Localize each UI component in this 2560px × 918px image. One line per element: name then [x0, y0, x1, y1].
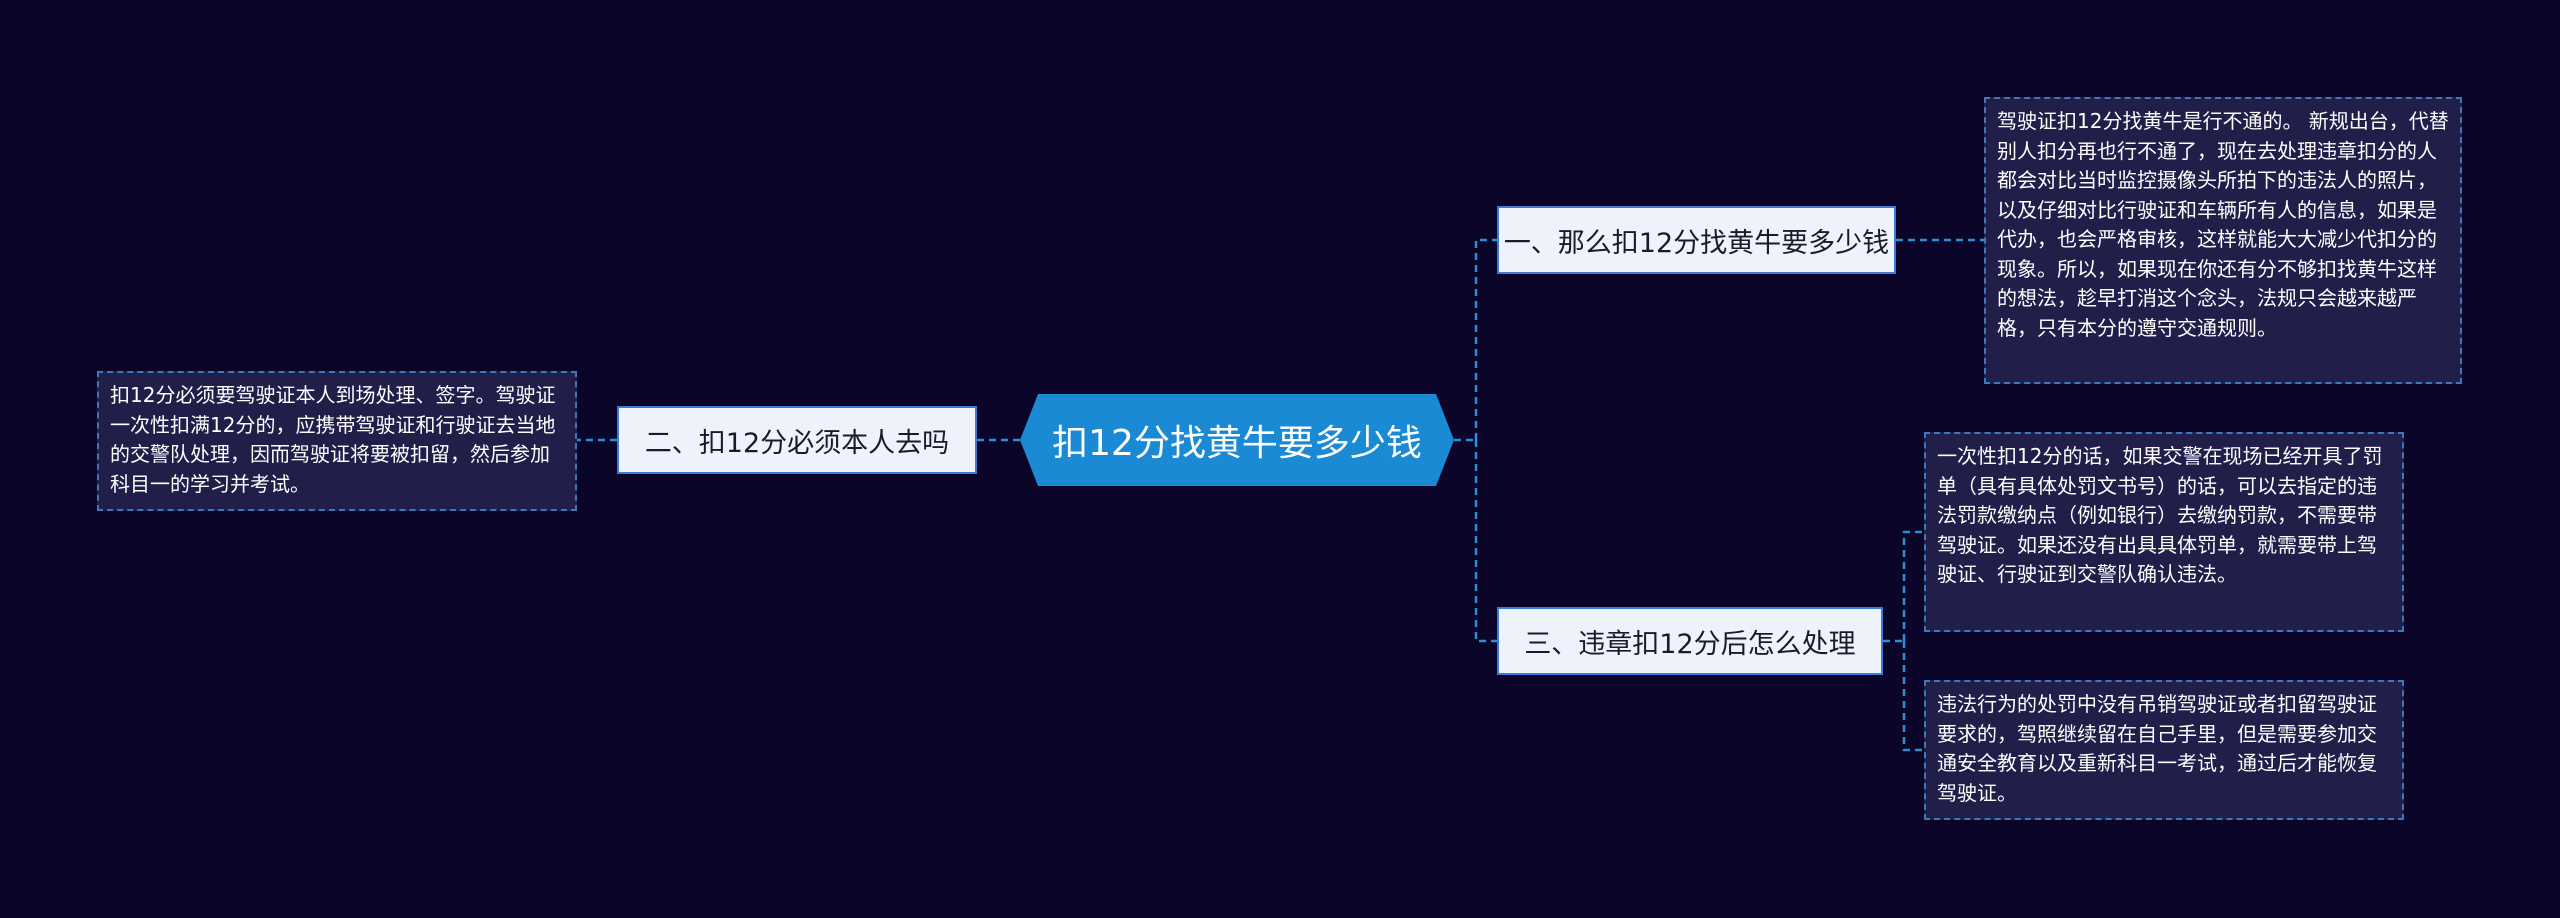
central-topic[interactable]: 扣12分找黄牛要多少钱 [1020, 394, 1454, 486]
connector-branch-3-leaf-2 [1902, 641, 1924, 752]
central-topic-label: 扣12分找黄牛要多少钱 [1052, 423, 1422, 464]
branch-node-3[interactable]: 三、违章扣12分后怎么处理 [1497, 607, 1883, 675]
branch-node-3-label: 三、违章扣12分后怎么处理 [1524, 628, 1856, 660]
branch-node-1[interactable]: 一、那么扣12分找黄牛要多少钱 [1497, 206, 1896, 274]
branch-node-2-label: 二、扣12分必须本人去吗 [644, 427, 950, 459]
connector-root-branch-1 [1474, 238, 1497, 440]
leaf-node-1-1-text: 驾驶证扣12分找黄牛是行不通的。 新规出台，代替别人扣分再也行不通了，现在去处理… [1997, 109, 2449, 340]
central-topic-shape [1020, 394, 1454, 486]
leaf-node-3-1-text: 一次性扣12分的话，如果交警在现场已经开具了罚单（具有具体处罚文书号）的话，可以… [1937, 444, 2383, 586]
connector-root-branch-3 [1474, 440, 1497, 643]
leaf-node-3-2[interactable]: 违法行为的处罚中没有吊销驾驶证或者扣留驾驶证要求的，驾照继续留在自己手里，但是需… [1924, 680, 2404, 820]
leaf-node-3-2-text: 违法行为的处罚中没有吊销驾驶证或者扣留驾驶证要求的，驾照继续留在自己手里，但是需… [1937, 692, 2377, 805]
leaf-node-2-1[interactable]: 扣12分必须要驾驶证本人到场处理、签字。驾驶证一次性扣满12分的，应携带驾驶证和… [97, 371, 577, 511]
leaf-node-3-1[interactable]: 一次性扣12分的话，如果交警在现场已经开具了罚单（具有具体处罚文书号）的话，可以… [1924, 432, 2404, 632]
connector-branch-3-leaf-1 [1902, 530, 1924, 641]
branch-node-1-label: 一、那么扣12分找黄牛要多少钱 [1503, 227, 1890, 259]
branch-node-2[interactable]: 二、扣12分必须本人去吗 [617, 406, 977, 474]
leaf-node-2-1-text: 扣12分必须要驾驶证本人到场处理、签字。驾驶证一次性扣满12分的，应携带驾驶证和… [110, 383, 556, 496]
leaf-node-1-1[interactable]: 驾驶证扣12分找黄牛是行不通的。 新规出台，代替别人扣分再也行不通了，现在去处理… [1984, 97, 2462, 384]
